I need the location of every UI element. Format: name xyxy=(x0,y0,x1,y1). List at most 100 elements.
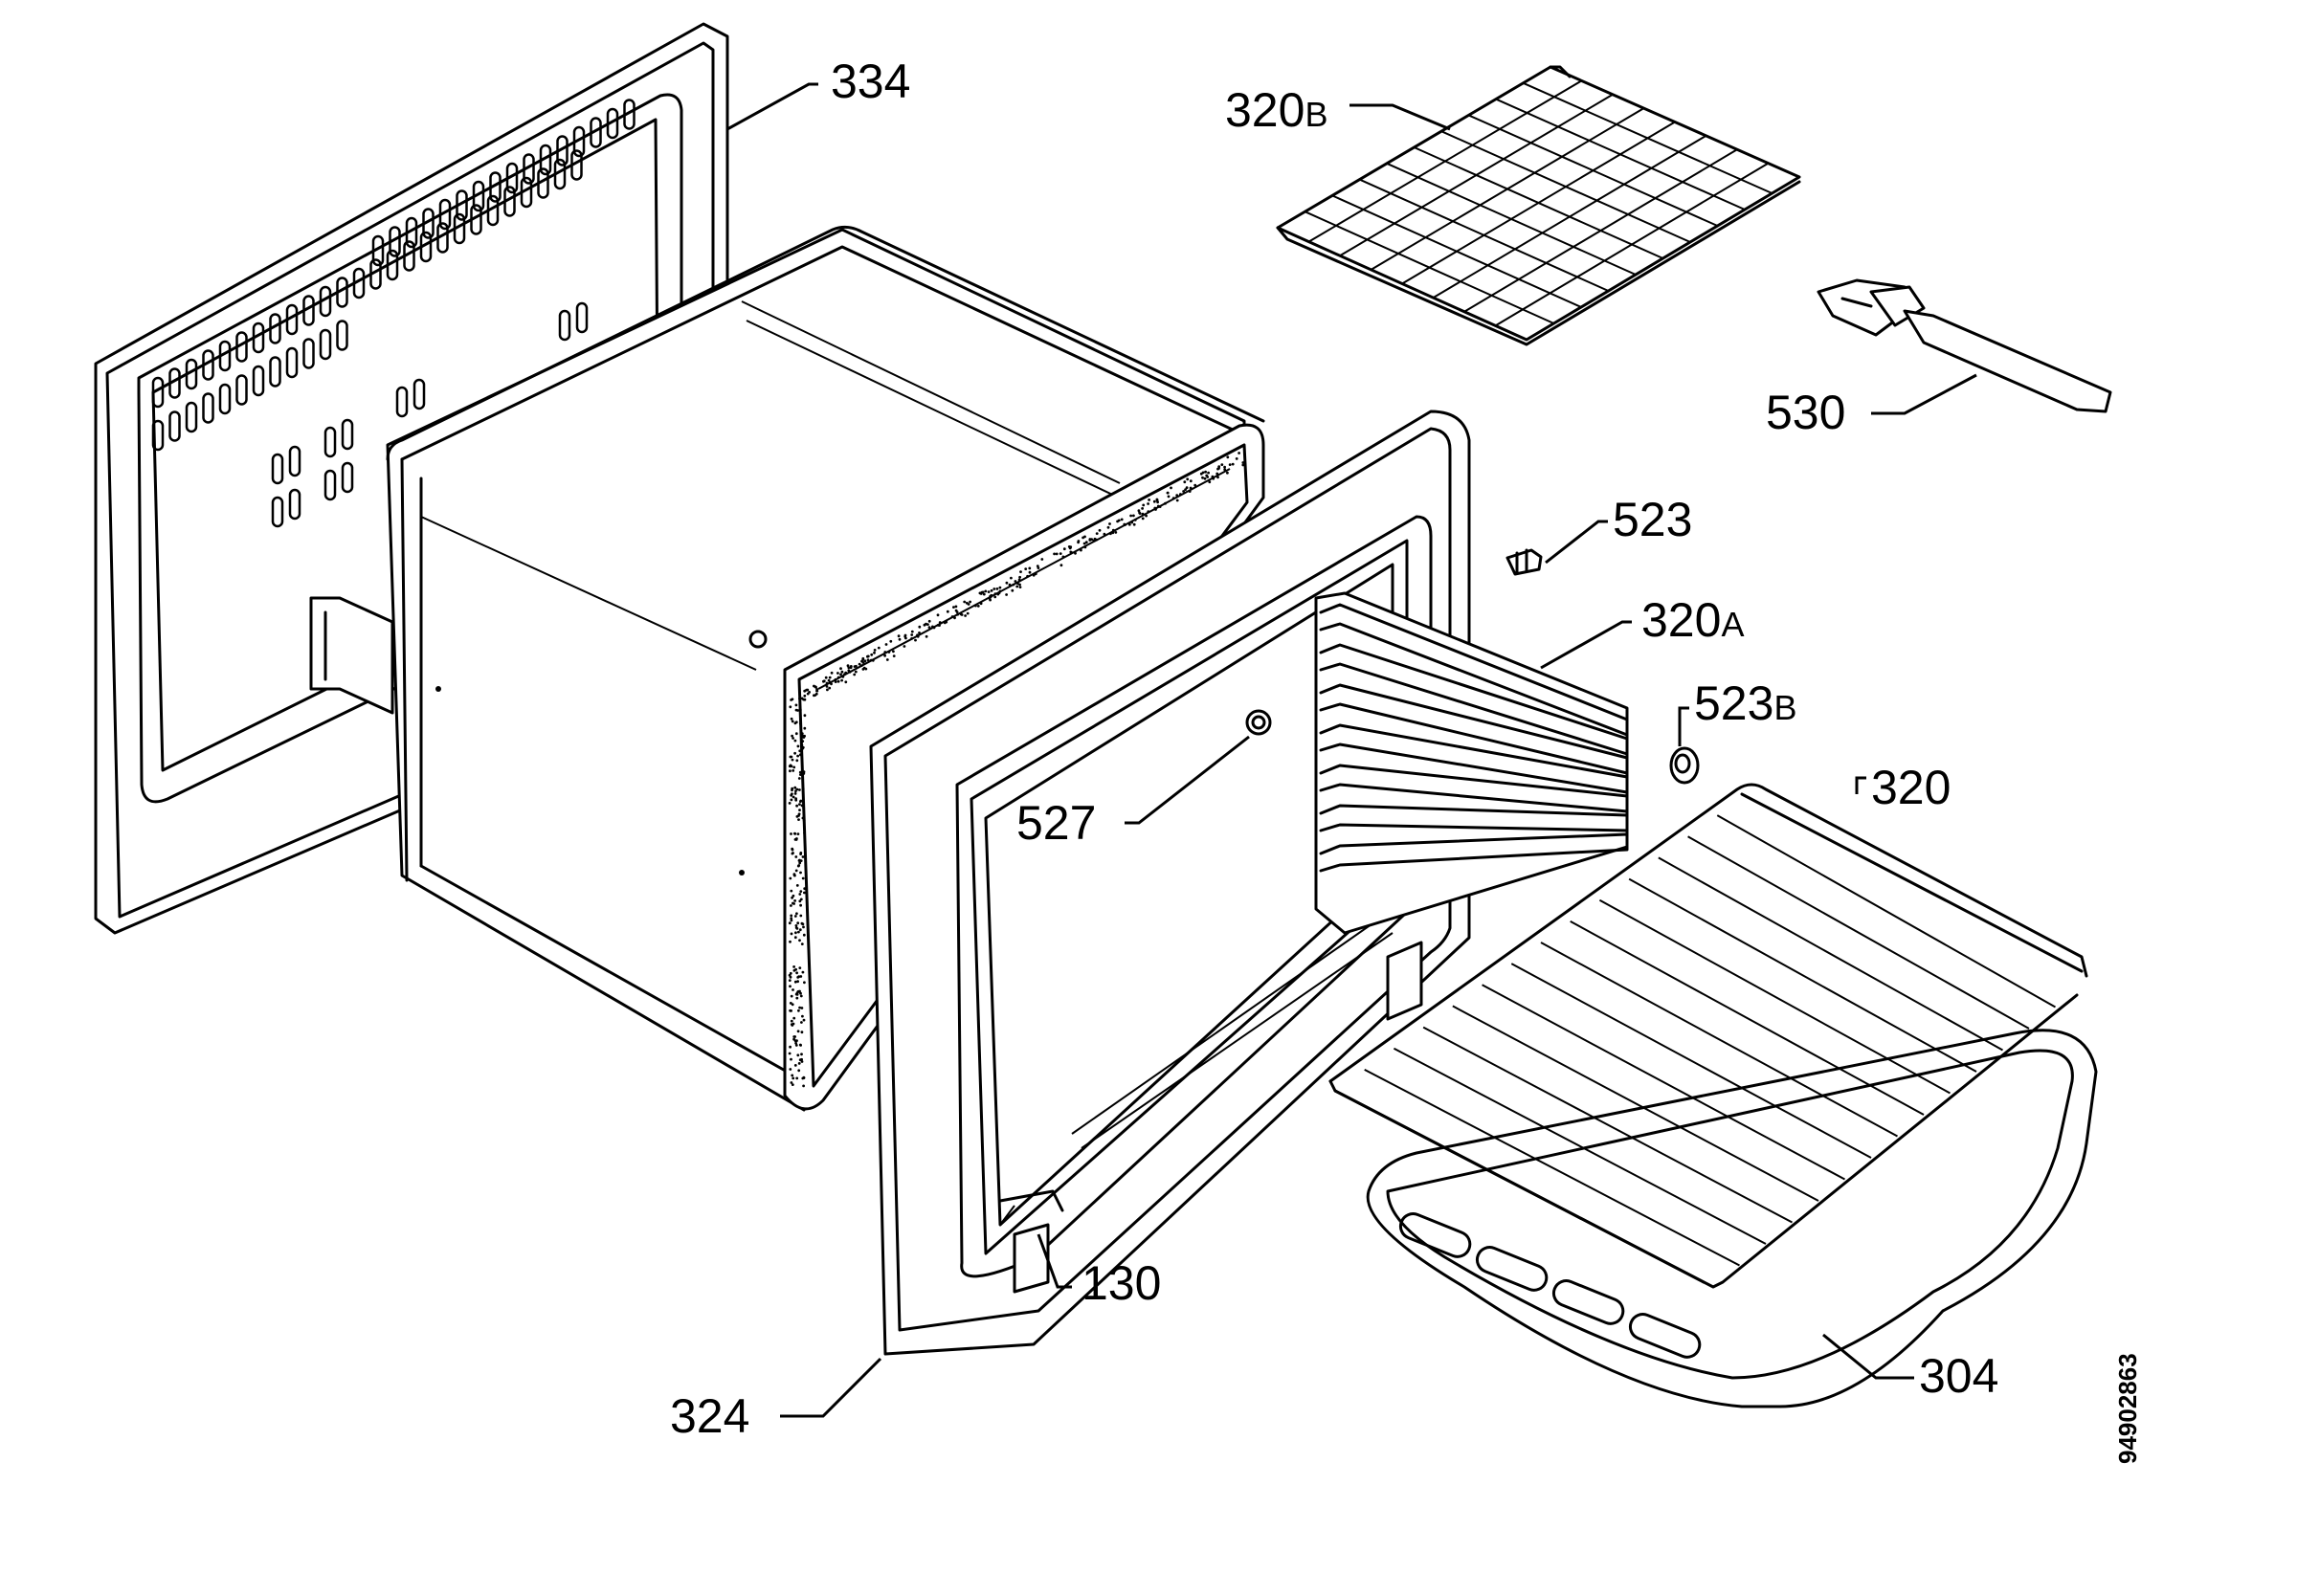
label-320b: 320B xyxy=(1225,83,1327,137)
shelf-rod xyxy=(1598,898,1951,1095)
label-130: 130 xyxy=(1082,1256,1161,1310)
shelf-rod xyxy=(1658,856,2003,1052)
baking-tray-304 xyxy=(1366,1029,2098,1408)
vent-slot xyxy=(520,176,533,209)
vent-slot xyxy=(302,295,315,326)
vent-slot xyxy=(413,378,426,410)
vent-slot xyxy=(389,226,401,257)
vent-slot xyxy=(302,338,315,369)
vent-slot xyxy=(168,410,181,442)
support-rail xyxy=(1319,804,1629,832)
vent-slot xyxy=(558,309,571,342)
vent-slot xyxy=(472,180,485,212)
shelf-rod xyxy=(1482,984,1845,1181)
vent-slot xyxy=(202,349,214,381)
vent-slot xyxy=(371,234,385,267)
support-rail xyxy=(1319,764,1629,813)
shelf-rod xyxy=(1364,1068,1740,1267)
tray-embossed-slots xyxy=(1398,1212,1702,1359)
leader-lines xyxy=(726,82,1977,1418)
grommet-523B xyxy=(1669,746,1700,785)
vent-slot xyxy=(252,365,265,397)
vent-slot xyxy=(369,258,382,290)
label-523: 523 xyxy=(1613,493,1692,546)
vent-slot xyxy=(252,321,265,354)
vent-slot xyxy=(269,313,281,344)
shelf-support-rails xyxy=(1319,603,1629,873)
vent-slot xyxy=(319,328,332,361)
shelf-rod xyxy=(1628,877,1977,1073)
vent-slot xyxy=(422,208,435,239)
tray-slot xyxy=(1398,1212,1472,1258)
vent-slot xyxy=(623,99,636,130)
support-rail xyxy=(1319,832,1629,873)
vent-slot xyxy=(539,144,552,176)
support-rail xyxy=(1319,683,1629,775)
vent-slot xyxy=(503,186,516,217)
vent-slot xyxy=(419,231,433,263)
vent-slot xyxy=(341,418,354,451)
label-530: 530 xyxy=(1766,386,1845,439)
vent-slot xyxy=(336,320,348,351)
wire-shelf-320 xyxy=(1328,783,2088,1289)
vent-slot xyxy=(185,401,198,433)
vent-slot xyxy=(523,153,535,185)
vent-slot xyxy=(436,222,449,254)
vent-slot xyxy=(269,356,281,388)
door-seal-texture xyxy=(788,452,1245,1088)
shelf-rod xyxy=(1452,1005,1819,1202)
vent-slot xyxy=(285,303,299,336)
vent-slot xyxy=(323,469,337,501)
label-320: 320 xyxy=(1871,761,1951,814)
callout-labels: 334 320B 530 523 320A 523B 320 527 130 3… xyxy=(670,55,2142,1464)
shelf-rod xyxy=(1393,1047,1767,1245)
vent-slot xyxy=(395,386,409,418)
vent-slot xyxy=(470,204,482,235)
ventilation-slots xyxy=(151,99,636,528)
shelf-rod xyxy=(1570,920,1925,1116)
support-rail xyxy=(1319,603,1629,737)
vent-slot xyxy=(505,162,519,194)
vent-slot xyxy=(556,135,569,166)
label-334: 334 xyxy=(831,55,910,108)
vent-slot xyxy=(352,267,366,299)
tray-slot xyxy=(1551,1279,1625,1325)
wire-shelf-rods xyxy=(1364,814,2056,1267)
grid-shelf-320B xyxy=(1276,65,1801,346)
vent-slot xyxy=(185,358,198,390)
vent-slot xyxy=(319,285,332,318)
document-id: 94902863 xyxy=(2113,1353,2142,1464)
label-523b: 523B xyxy=(1694,676,1796,730)
vent-slot xyxy=(405,216,418,249)
shelf-rod xyxy=(1540,942,1898,1138)
vent-slot xyxy=(202,392,214,424)
vent-slot xyxy=(575,301,589,334)
vent-slot xyxy=(323,426,337,458)
vent-slot xyxy=(438,198,452,231)
vent-slot xyxy=(218,383,232,415)
shelf-support-320A xyxy=(1314,591,1629,935)
vent-slot xyxy=(570,149,583,181)
tray-slot xyxy=(1628,1313,1702,1359)
vent-slot xyxy=(606,107,619,140)
vent-slot xyxy=(288,488,301,521)
vent-slot xyxy=(235,374,248,406)
vent-slot xyxy=(288,445,301,477)
support-rail xyxy=(1319,723,1629,794)
vent-slot xyxy=(271,496,284,528)
vent-slot xyxy=(590,117,602,148)
vent-slot xyxy=(151,376,165,409)
vent-slot xyxy=(486,194,500,227)
grid-shelf-wires xyxy=(1305,79,1773,327)
vent-slot xyxy=(341,461,354,494)
screw-523 xyxy=(1505,548,1543,576)
handle-clip-530 xyxy=(1817,278,2112,413)
vent-slot xyxy=(235,331,248,363)
shelf-rod xyxy=(1716,814,2056,1009)
label-527: 527 xyxy=(1016,796,1096,850)
vent-slot xyxy=(553,158,567,190)
tray-slot xyxy=(1475,1246,1549,1292)
vent-slot xyxy=(489,171,502,203)
vent-slot xyxy=(403,240,415,272)
